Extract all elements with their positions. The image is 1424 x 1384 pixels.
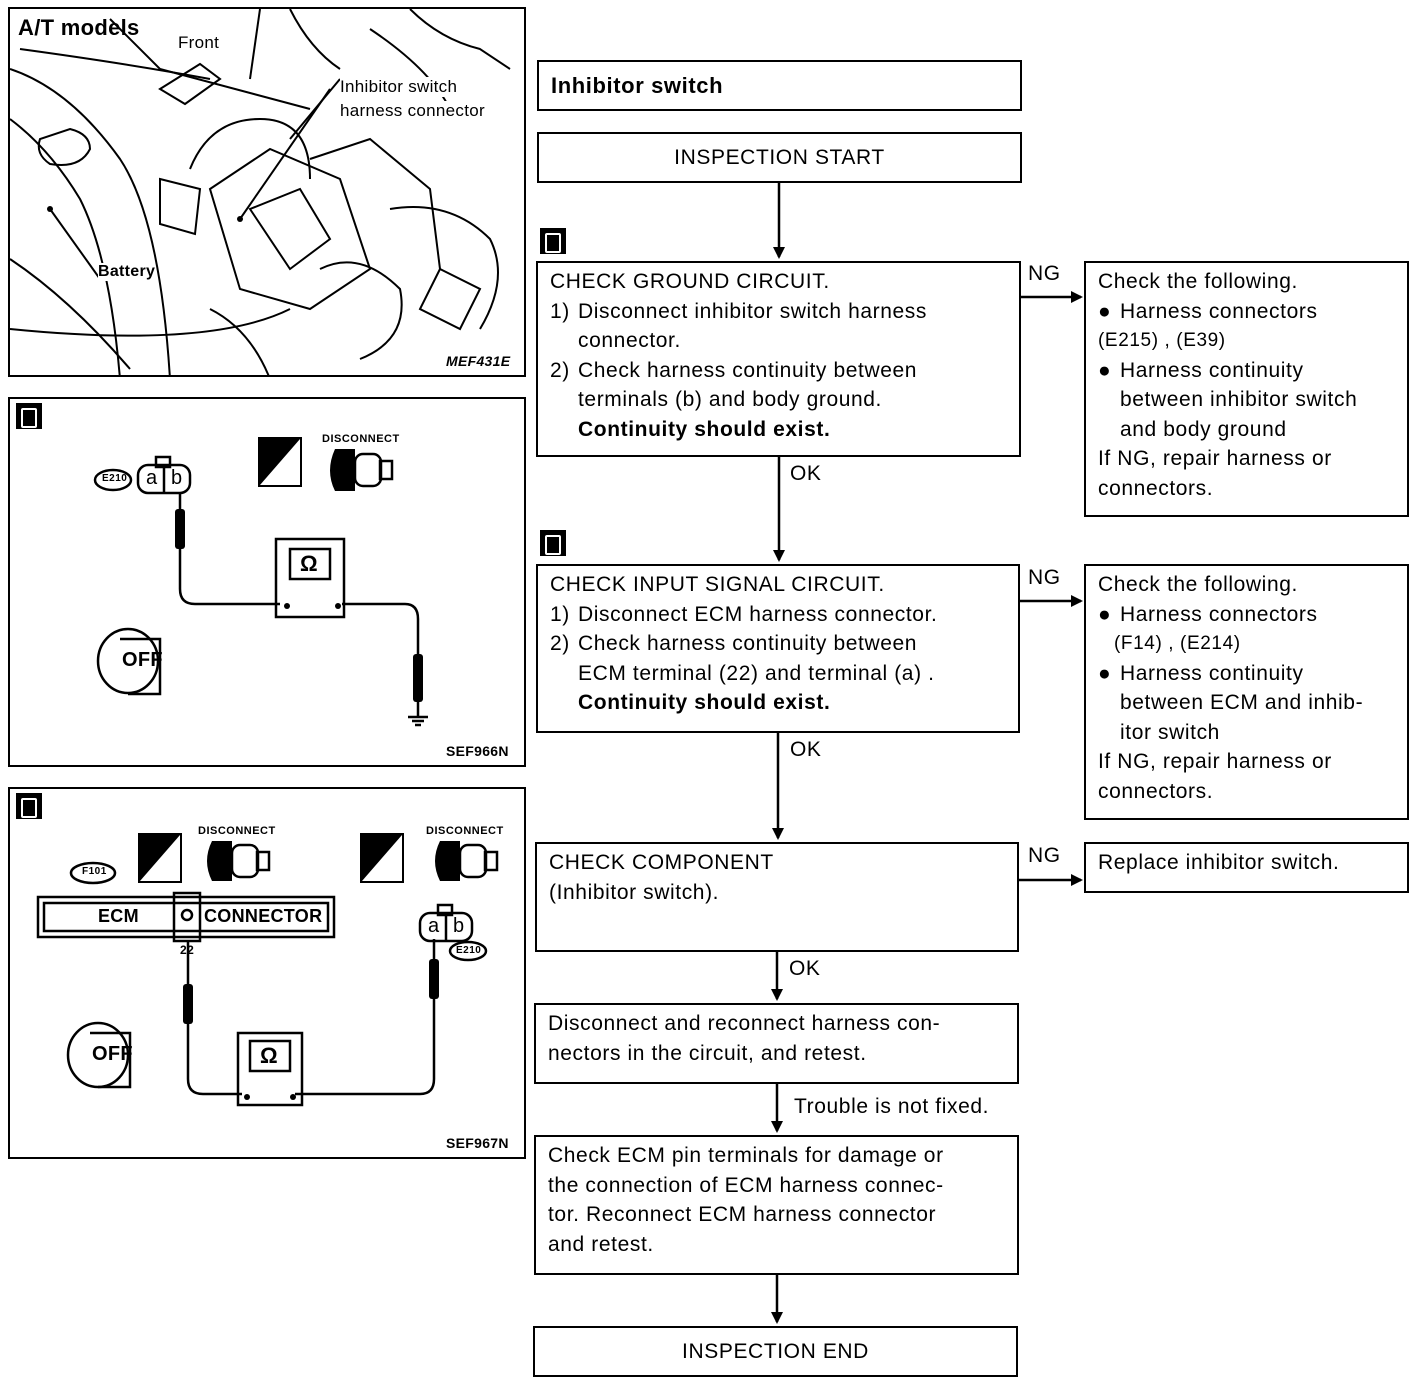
replace-inhibitor-switch: Replace inhibitor switch. [1098, 851, 1340, 874]
step-comp-line2: (Inhibitor switch). [549, 880, 720, 904]
step-d-ng-bullet2: ●Harness continuity [1098, 661, 1304, 685]
panel-c-code: SEF966N [446, 743, 509, 759]
step-reconnect-line1: Disconnect and reconnect harness con- [548, 1012, 941, 1035]
step-d-ng-codes: (F14) , (E214) [1114, 633, 1241, 654]
step-check-component: CHECK COMPONENT (Inhibitor switch). [535, 842, 1019, 952]
step-ecm-line4: and retest. [548, 1232, 654, 1256]
step-check-ground-circuit: CHECK GROUND CIRCUIT. 1)Disconnect inhib… [536, 261, 1021, 457]
panel-c-ts-label: T.S [282, 471, 300, 483]
panel-d-drawing [36, 833, 499, 1107]
panel-c-disconnect-label: DISCONNECT [322, 433, 400, 445]
step-d-ng-footer2: connectors. [1098, 779, 1214, 803]
panel-c-connector-code: E210 [102, 473, 128, 484]
panel-d-ohm-symbol: Ω [260, 1043, 278, 1068]
step-c-ng-footer1: If NG, repair harness or [1098, 447, 1332, 470]
panel-c-ignition-off: OFF [122, 649, 163, 671]
step-reconnect-line2: nectors in the circuit, and retest. [548, 1041, 867, 1065]
inhibitor-connector-label-1: Inhibitor switch [340, 77, 458, 97]
step-comp-ng-action: Replace inhibitor switch. [1084, 842, 1409, 893]
panel-d-terminal-a: a [428, 915, 440, 937]
panel-d-connector-code-right: E210 [456, 945, 482, 956]
panel-d-code: SEF967N [446, 1135, 509, 1151]
trouble-not-fixed-label: Trouble is not fixed. [794, 1095, 990, 1118]
step-d-ng-actions: Check the following. ●Harness connectors… [1084, 564, 1409, 820]
panel-top-title: A/T models [18, 15, 140, 40]
step-ecm-line3: tor. Reconnect ECM harness connector [548, 1203, 937, 1226]
panel-c-badge: C [16, 403, 42, 429]
step-c-ng-footer2: connectors. [1098, 476, 1214, 500]
panel-d-ecm-label: ECM [98, 906, 139, 926]
panel-d-badge: D [16, 793, 42, 819]
inspection-start-text: INSPECTION START [674, 146, 885, 169]
step-check-ecm-pins: Check ECM pin terminals for damage or th… [534, 1135, 1019, 1275]
step-c-ng-bullet1: ●Harness connectors [1098, 299, 1318, 323]
step-c-ng-bullet2: ●Harness continuity [1098, 358, 1304, 382]
step-c-item2: 2)Check harness continuity between [550, 358, 918, 382]
step-d-result: Continuity should exist. [578, 691, 831, 714]
panel-d-connector-code-left: F101 [82, 866, 107, 877]
panel-d-terminal-22: 22 [180, 943, 195, 957]
panel-d-connector-label: CONNECTOR [204, 906, 323, 926]
step-d-ng-heading: Check the following. [1098, 573, 1298, 596]
step-d-ng-footer1: If NG, repair harness or [1098, 750, 1332, 773]
engine-bay-illustration: A/T models Front Inhibitor switch harnes… [8, 7, 526, 377]
panel-c-drawing [93, 437, 428, 727]
inhibitor-connector-label-2: harness connector [340, 101, 485, 121]
step-c-ng-bullet2-cont2: and body ground [1120, 417, 1287, 441]
panel-d-ignition-off: OFF [92, 1043, 133, 1065]
step-d-item2: 2)Check harness continuity between [550, 632, 918, 655]
inspection-end: INSPECTION END [533, 1326, 1018, 1377]
flow-title: Inhibitor switch [537, 60, 1022, 111]
ok-label-c: OK [790, 462, 822, 485]
ground-circuit-diagram: C [8, 397, 526, 767]
step-c-item2-cont: terminals (b) and body ground. [578, 388, 882, 411]
step-c-ng-heading: Check the following. [1098, 270, 1298, 293]
step-d-ng-bullet2-cont1: between ECM and inhib- [1120, 691, 1364, 714]
panel-c-terminal-b: b [171, 467, 183, 489]
front-label: Front [178, 33, 220, 53]
step-check-input-signal: CHECK INPUT SIGNAL CIRCUIT. 1)Disconnect… [536, 564, 1020, 733]
flow-badge-d: D [540, 530, 566, 556]
panel-c-ohm-symbol: Ω [300, 551, 318, 576]
panel-d-ts-label-2: T.S [384, 867, 402, 879]
step-comp-line1: CHECK COMPONENT [549, 851, 774, 874]
panel-d-ts-label-1: T.S [162, 867, 180, 879]
step-d-item1: 1)Disconnect ECM harness connector. [550, 602, 938, 626]
step-d-heading: CHECK INPUT SIGNAL CIRCUIT. [550, 573, 885, 596]
input-signal-diagram: D [8, 787, 526, 1159]
step-c-item1: 1)Disconnect inhibitor switch harness [550, 299, 927, 323]
panel-c-terminal-a: a [146, 467, 158, 489]
step-d-ng-bullet1: ●Harness connectors [1098, 602, 1318, 626]
step-c-item1-cont: connector. [578, 329, 681, 352]
step-ecm-line1: Check ECM pin terminals for damage or [548, 1144, 944, 1167]
ok-label-d: OK [790, 738, 822, 761]
flow-badge-c: C [540, 228, 566, 254]
step-c-ng-codes: (E215) , (E39) [1098, 330, 1226, 351]
panel-d-disconnect-label-2: DISCONNECT [426, 825, 504, 837]
ng-label-comp: NG [1028, 844, 1061, 867]
step-d-ng-bullet2-cont2: itor switch [1120, 720, 1220, 744]
inspection-start: INSPECTION START [537, 132, 1022, 183]
battery-label: Battery [98, 263, 156, 281]
flow-title-text: Inhibitor switch [551, 73, 724, 98]
step-c-ng-actions: Check the following. ●Harness connectors… [1084, 261, 1409, 517]
step-reconnect-retest: Disconnect and reconnect harness con- ne… [534, 1003, 1019, 1084]
ng-label-d: NG [1028, 566, 1061, 589]
panel-d-terminal-b: b [453, 915, 465, 937]
step-c-ng-bullet2-cont1: between inhibitor switch [1120, 388, 1358, 411]
engine-bay-drawing [10, 9, 511, 375]
step-c-result: Continuity should exist. [578, 417, 831, 441]
ng-label-c: NG [1028, 262, 1061, 285]
inspection-end-text: INSPECTION END [682, 1340, 869, 1363]
step-c-heading: CHECK GROUND CIRCUIT. [550, 270, 830, 293]
step-ecm-line2: the connection of ECM harness connec- [548, 1173, 944, 1197]
step-d-item2-cont: ECM terminal (22) and terminal (a) . [578, 661, 935, 685]
ok-label-comp: OK [789, 957, 821, 980]
panel-d-disconnect-label-1: DISCONNECT [198, 825, 276, 837]
panel-top-code: MEF431E [446, 353, 511, 369]
